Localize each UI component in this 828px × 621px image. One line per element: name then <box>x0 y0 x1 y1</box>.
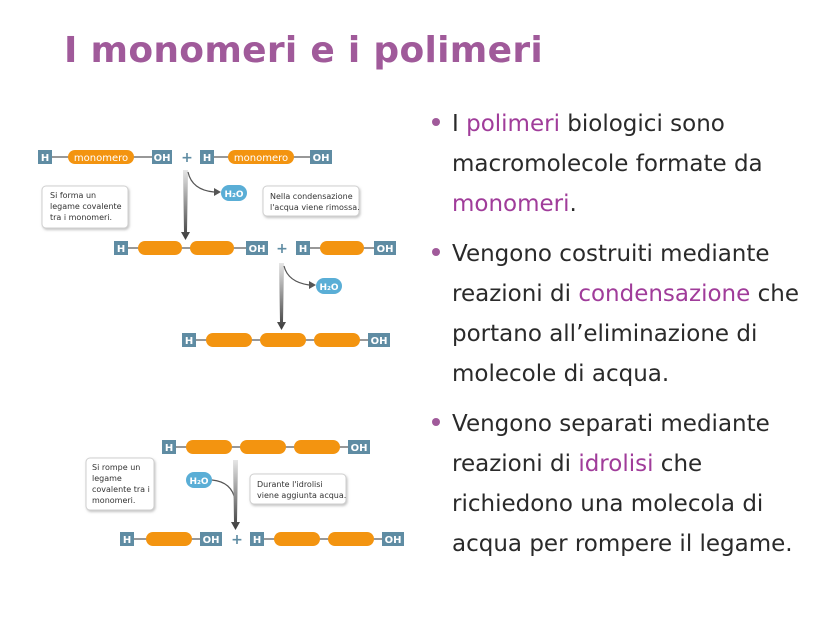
oh-end-label: OH <box>249 244 266 255</box>
h-end-label: H <box>253 535 261 546</box>
oh-end-label: OH <box>377 244 394 255</box>
monomer <box>274 532 320 546</box>
note-line: Nella condensazione <box>270 192 353 201</box>
condensation-row-1: H monomero OH + H monomero OH <box>38 150 332 166</box>
monomer-label: monomero <box>74 153 128 164</box>
note-line: Si rompe un <box>92 463 140 472</box>
hydrolysis-polymer-chain: H OH <box>162 440 370 454</box>
monomer <box>328 532 374 546</box>
h-end-label: H <box>123 535 131 546</box>
svg-text:Nella condensazione: Nella condensazione <box>270 192 353 201</box>
monomer <box>240 440 286 454</box>
oh-end-label: OH <box>154 153 171 164</box>
bullet-idrolisi: Vengono separati mediante reazioni di id… <box>430 404 820 564</box>
reaction-arrow <box>211 460 240 530</box>
note-water-added <box>249 473 347 505</box>
oh-end-label: OH <box>313 153 330 164</box>
bullet-text: che portano all’eliminazione di molecole… <box>452 281 799 387</box>
svg-text:tra i monomeri.: tra i monomeri. <box>50 213 112 222</box>
oh-end-label: OH <box>385 535 402 546</box>
h-end-label: H <box>299 244 307 255</box>
monomer <box>228 150 294 164</box>
bullet-text: Vengono separati mediante reazioni di <box>452 411 770 477</box>
svg-text:covalente tra i: covalente tra i <box>92 485 150 494</box>
condensation-row-2: H OH + H OH <box>114 241 396 257</box>
condensation-hydrolysis-diagram: H monomero OH + H monomero OH Si forma u… <box>38 150 404 548</box>
water-bubble: H₂O <box>221 185 247 201</box>
keyword-idrolisi: idrolisi <box>578 451 654 477</box>
plus-sign: + <box>276 241 288 257</box>
hydrolysis-products: H OH + H OH <box>120 532 404 548</box>
svg-text:monomeri.: monomeri. <box>92 496 135 505</box>
h-end-label: H <box>41 153 49 164</box>
reaction-arrow <box>181 170 221 240</box>
note-line: legame <box>92 474 122 483</box>
monomer <box>314 333 360 347</box>
page-title: I monomeri e i polimeri <box>64 30 544 71</box>
monomer <box>138 241 182 255</box>
oh-end-label: OH <box>351 443 368 454</box>
bullet-condensazione: Vengono costruiti mediante reazioni di c… <box>430 234 820 394</box>
reaction-arrow <box>277 263 316 330</box>
h-end-label: H <box>185 336 193 347</box>
bullet-text: che richiedono una molecola di acqua per… <box>452 451 793 557</box>
bullet-text: biologici sono macromolecole formate da <box>452 111 763 177</box>
keyword-condensazione: condensazione <box>578 281 751 307</box>
monomer <box>68 150 134 164</box>
keyword-monomeri: monomeri <box>452 191 570 217</box>
svg-text:viene aggiunta acqua.: viene aggiunta acqua. <box>257 491 346 500</box>
water-bubble: H₂O <box>186 472 212 488</box>
monomer <box>320 241 364 255</box>
note-line: covalente tra i <box>92 485 150 494</box>
note-line: legame covalente <box>50 202 122 211</box>
water-label: H₂O <box>189 477 208 487</box>
note-line: monomeri. <box>92 496 135 505</box>
water-label: H₂O <box>224 190 243 200</box>
svg-text:Si forma un: Si forma un <box>50 191 96 200</box>
monomer <box>190 241 234 255</box>
plus-sign: + <box>231 532 243 548</box>
monomer <box>146 532 192 546</box>
h-end-label: H <box>117 244 125 255</box>
note-water-removed <box>262 185 360 217</box>
note-line: Si forma un <box>50 191 96 200</box>
water-bubble: H₂O <box>316 278 342 294</box>
monomer <box>294 440 340 454</box>
monomer-label: monomero <box>234 153 288 164</box>
svg-text:Si rompe un: Si rompe un <box>92 463 140 472</box>
oh-end-label: OH <box>371 336 388 347</box>
keyword-polimeri: polimeri <box>466 111 560 137</box>
bullet-list: I polimeri biologici sono macromolecole … <box>430 104 820 574</box>
bullet-text: Vengono costruiti mediante reazioni di <box>452 241 770 307</box>
plus-sign: + <box>181 150 193 166</box>
h-end-label: H <box>203 153 211 164</box>
svg-text:Durante l'idrolisi: Durante l'idrolisi <box>257 480 323 489</box>
note-line: l'acqua viene rimossa. <box>270 203 360 212</box>
svg-text:legame: legame <box>92 474 122 483</box>
monomer <box>186 440 232 454</box>
note-line: tra i monomeri. <box>50 213 112 222</box>
water-label: H₂O <box>319 283 338 293</box>
bullet-text: I <box>452 111 467 137</box>
svg-text:l'acqua viene rimossa.: l'acqua viene rimossa. <box>270 203 360 212</box>
note-covalent-bond-formed <box>41 185 129 229</box>
monomer <box>260 333 306 347</box>
h-end-label: H <box>165 443 173 454</box>
note-covalent-bond-broken <box>85 457 155 511</box>
bullet-text: . <box>569 191 577 217</box>
polymer-chain: H OH <box>182 333 390 347</box>
monomer <box>206 333 252 347</box>
bullet-polimeri: I polimeri biologici sono macromolecole … <box>430 104 820 224</box>
svg-text:legame covalente: legame covalente <box>50 202 122 211</box>
note-line: Durante l'idrolisi <box>257 480 323 489</box>
note-line: viene aggiunta acqua. <box>257 491 346 500</box>
oh-end-label: OH <box>203 535 220 546</box>
